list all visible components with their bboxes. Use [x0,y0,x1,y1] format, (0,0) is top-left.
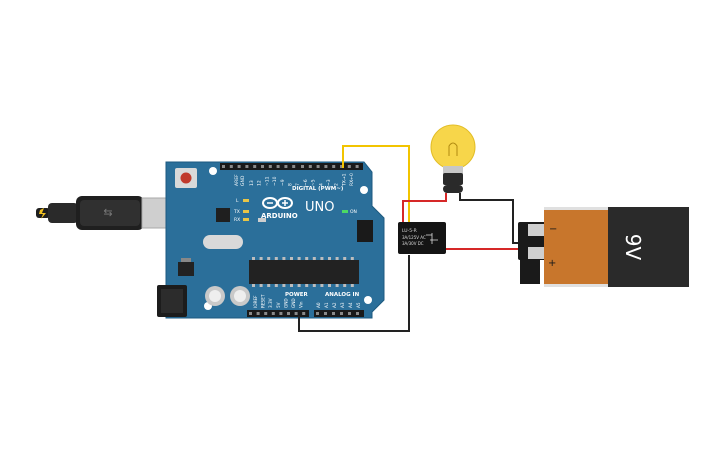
aref-label: AREF [234,174,240,186]
power-analog-header [247,310,364,317]
digital-pin-label: ~6 [303,179,309,186]
power-pin-label: RESET [261,294,266,308]
black-wire-gnd-to-relay[interactable] [298,255,410,332]
arduino-brand-label: ARDUINO [261,212,298,220]
arduino-logo [262,197,293,209]
status-leds: L TX RX ON [233,198,357,223]
analog-pin-label: A3 [340,302,345,308]
power-header-label: POWER [285,292,309,298]
analog-pin-label: A4 [348,302,353,308]
svg-text:⇆: ⇆ [103,206,112,219]
digital-pin-label: ~10 [272,176,278,186]
digital-pin-label: RX←0 [349,173,355,186]
usb-cable: ⇆ [36,196,175,230]
battery-voltage-label: 9V [621,234,645,261]
relay-label-1: LU-5-R [402,228,417,234]
digital-pin-label: 12 [257,180,263,186]
uno-model-label: UNO [305,200,334,215]
voltage-regulator [178,258,194,276]
usb-chip [216,208,230,222]
digital-pin-label: 2 [334,183,340,186]
relay-label-2: 3A/125V AC [402,235,426,240]
digital-header-label: DIGITAL (PWM~) [292,186,344,192]
power-pin-label: IOREF [253,295,258,308]
black-wire-bulb-to-battery[interactable] [459,193,520,244]
led-rx-label: RX [234,217,240,223]
digital-pin-label: 8 [288,183,294,186]
led-l-label: L [236,198,239,204]
relay-label-3: 3A/30V DC [402,241,424,246]
reset-button[interactable] [175,168,197,188]
capacitors [205,286,250,306]
power-pin-label: 5V [276,302,281,308]
power-pin-label: Vin [299,301,304,308]
analog-pin-label: A2 [332,302,337,308]
gnd-top-label: GND [240,175,246,186]
digital-pin-label: 7 [295,183,301,186]
digital-pin-label: ~5 [311,179,317,186]
power-pin-label: 3.3V [268,298,273,308]
digital-header [220,163,363,170]
digital-pin-label: TX→1 [341,173,347,187]
atmega-chip [249,257,359,287]
yellow-wire[interactable] [342,145,410,238]
power-pin-label: GND [283,298,288,308]
led-tx-label: TX [233,209,240,215]
digital-pin-label: 13 [249,180,255,186]
light-bulb[interactable] [430,124,476,193]
power-pin-label: GND [291,298,296,308]
analog-pin-label: A5 [356,302,361,308]
dc-power-jack [157,285,187,317]
icsp-header [357,220,373,242]
digital-pin-label: ~3 [326,179,332,186]
digital-pin-label: ~9 [280,179,286,186]
analog-pin-label: A1 [324,302,329,308]
led-on-label: ON [350,209,357,215]
analog-header-label: ANALOG IN [325,292,360,298]
digital-pin-label: 4 [318,183,324,186]
relay[interactable]: LU-5-R 3A/125V AC 3A/30V DC [398,222,446,254]
digital-pin-label: ~11 [264,176,270,186]
battery-9v[interactable]: − + 9V [518,207,689,287]
smd-part [258,218,266,222]
crystal-oscillator [203,235,243,249]
red-wire-relay-to-bulb[interactable] [402,193,447,224]
battery-plus-label: + [548,258,556,269]
battery-minus-label: − [549,224,557,235]
analog-pin-label: A0 [316,302,321,308]
